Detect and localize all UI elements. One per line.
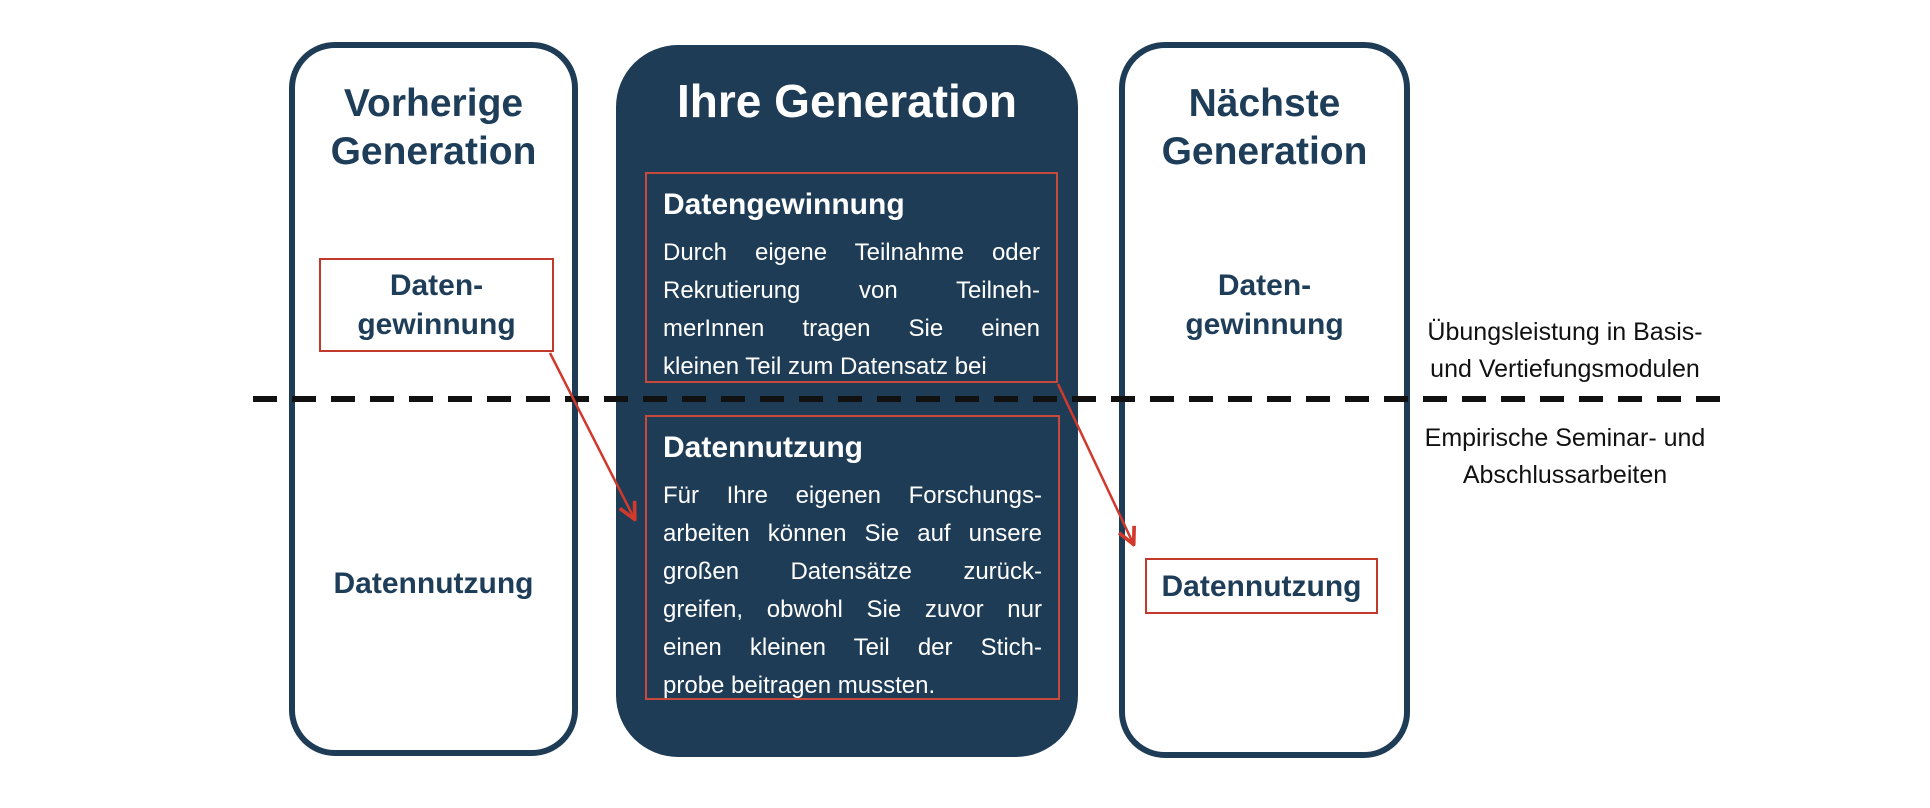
your-datengewinnung-heading: Datengewinnung [663,188,905,221]
your-datennutzung-body: Für Ihre eigenen Forschungs-arbeiten kön… [663,477,1042,705]
your-generation-title: Ihre Generation [677,75,1017,127]
body-line: großen Datensätze zurück- [663,558,1042,585]
body-line: arbeiten können Sie auf unsere [663,520,1042,547]
your-datennutzung-heading: Datennutzung [663,431,863,464]
previous-datennutzung-label: Datennutzung [333,567,534,600]
next-generation-box: Nächste Generation Daten- gewinnung Date… [1119,42,1410,758]
your-generation-box: Ihre Generation Datengewinnung Durch eig… [616,45,1078,757]
next-datennutzung-box: Datennutzung [1145,558,1378,614]
previous-generation-title: Vorherige Generation [330,82,537,173]
next-datengewinnung-label: Daten- gewinnung [1185,269,1344,341]
your-datengewinnung-section: Datengewinnung Durch eigene Teilnahme od… [645,172,1058,383]
body-line: Rekrutierung von Teilneh- [663,277,1040,304]
body-line: probe beitragen mussten. [663,672,936,699]
annotation-above-line: Übungsleistung in Basis- und Vertiefungs… [1427,318,1703,383]
body-line: kleinen Teil zum Datensatz bei [663,353,987,380]
body-line: Für Ihre eigenen Forschungs- [663,482,1042,509]
body-line: greifen, obwohl Sie zuvor nur [663,596,1042,623]
previous-datengewinnung-label: Daten- gewinnung [357,269,516,341]
next-generation-title: Nächste Generation [1161,82,1368,173]
body-line: Durch eigene Teilnahme oder [663,239,1040,266]
body-line: einen kleinen Teil der Stich- [663,634,1042,661]
body-line: merInnen tragen Sie einen [663,315,1040,342]
previous-datengewinnung-box: Daten- gewinnung [319,258,554,352]
next-datennutzung-label: Datennutzung [1161,569,1362,603]
previous-generation-box: Vorherige Generation Daten- gewinnung Da… [289,42,578,756]
annotation-below-line: Empirische Seminar- und Abschlussarbeite… [1424,424,1706,489]
your-datennutzung-section: Datennutzung Für Ihre eigenen Forschungs… [645,415,1060,700]
